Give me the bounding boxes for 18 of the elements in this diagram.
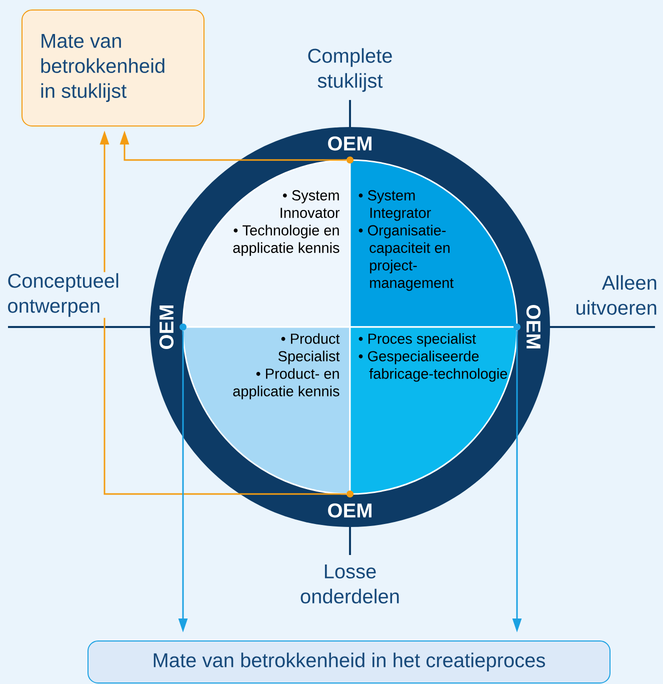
info-box: Mate van betrokkenheid in stuklijst: [22, 9, 204, 126]
junction-dot: [346, 490, 354, 498]
quadrant: • System Integrator • Organisatie-capaciteit en project-management: [349, 159, 518, 328]
ring-label: OEM: [159, 306, 174, 349]
ring-label: OEM: [328, 136, 372, 151]
junction-dot: [514, 324, 520, 330]
axis-label: Alleen uitvoeren: [576, 275, 656, 315]
axis-label: Complete stuklijst: [308, 48, 392, 92]
info-box: Mate van betrokkenheid in het creatieproces: [88, 640, 610, 684]
junction-dot: [346, 156, 354, 164]
quadrant: • Proces specialist • Gespecialiseerde fabricage-technologie: [349, 326, 518, 495]
axis-label: Losse onderdelen: [300, 564, 399, 604]
ring-label: OEM: [328, 503, 372, 518]
quadrant: • Product Specialist • Product- en applicatie kennis: [182, 326, 351, 495]
ring-label: OEM: [526, 305, 541, 348]
junction-dot: [180, 324, 186, 330]
axis-label: Conceptueel ontwerpen: [6, 272, 124, 318]
quadrant: • System Innovator • Technologie en applicatie kennis: [182, 159, 351, 328]
